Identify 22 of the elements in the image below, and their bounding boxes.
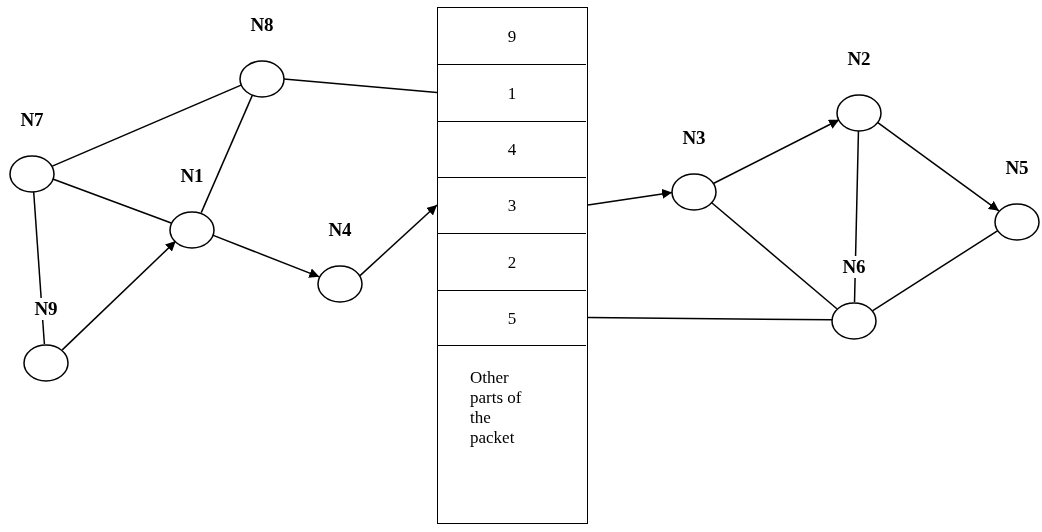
arrow	[713, 119, 840, 184]
arrow	[876, 121, 1000, 212]
field-label: 3	[506, 196, 518, 216]
node-label: N6	[840, 256, 868, 278]
packet-box	[437, 7, 588, 524]
connector-line	[872, 229, 999, 312]
field-label: 4	[506, 140, 518, 160]
connector-line	[853, 129, 860, 303]
field-label: 9	[506, 26, 518, 47]
arrow	[359, 204, 438, 277]
connector-line	[51, 84, 243, 167]
node-label: N9	[32, 298, 60, 320]
field-label: 2	[506, 252, 518, 273]
connector-line	[52, 178, 172, 224]
field-label: 1	[506, 83, 518, 104]
field-label: Other parts of the packet	[470, 368, 523, 448]
arrow	[587, 188, 673, 206]
connector-line	[710, 201, 838, 310]
connector-line	[587, 316, 833, 321]
arrow	[61, 240, 177, 351]
connector-line	[200, 93, 254, 214]
field-label: 5	[506, 308, 518, 329]
